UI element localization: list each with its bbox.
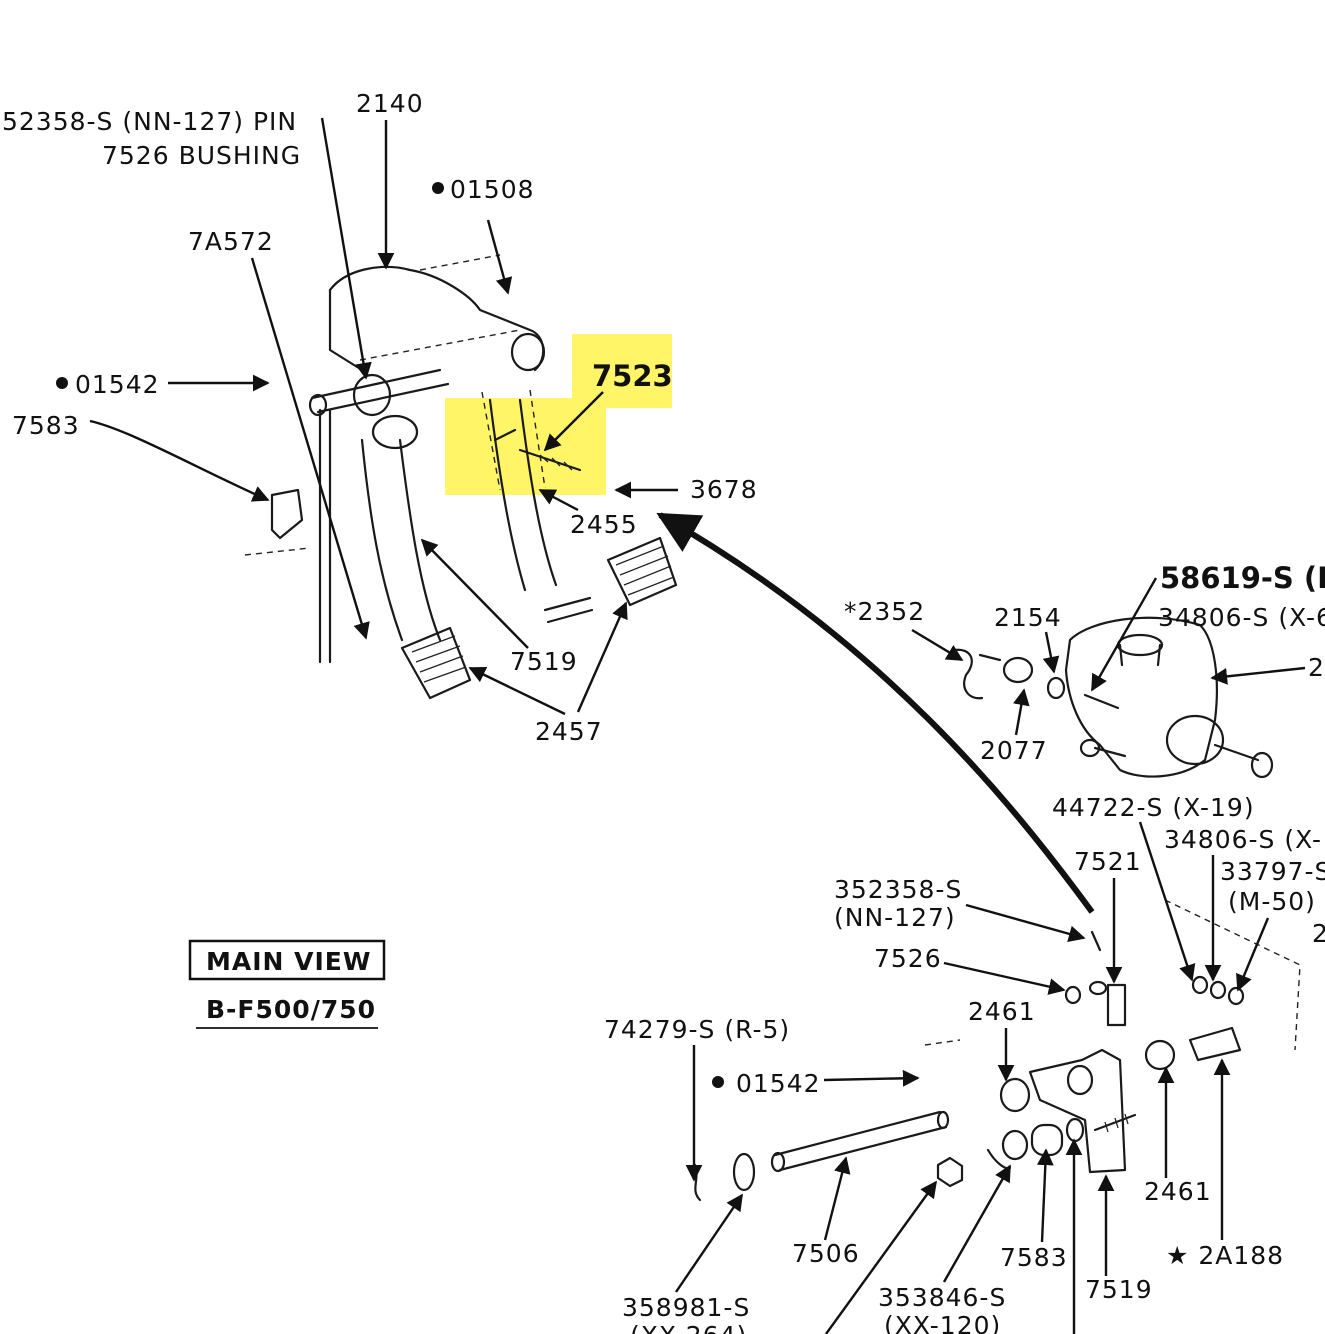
label-7583-bottom: 7583: [1000, 1243, 1068, 1272]
label-7519-bottom: 7519: [1085, 1275, 1153, 1304]
pedal-pad-left: [400, 626, 472, 700]
highlight-region: [445, 334, 672, 495]
label-2-right: 2: [1308, 653, 1325, 682]
label-7523: 7523: [592, 359, 673, 393]
label-2-right2: 2: [1312, 919, 1325, 948]
label-2077: 2077: [980, 736, 1048, 765]
model-label: B-F500/750: [206, 995, 376, 1024]
view-legend: MAIN VIEW B-F500/750: [188, 939, 386, 1029]
label-358981: 358981-S: [622, 1293, 750, 1322]
label-34806-top: 34806-S (X-6: [1158, 603, 1325, 632]
label-2140: 2140: [356, 89, 424, 118]
label-2352: *2352: [844, 597, 925, 626]
label-3678: 3678: [690, 475, 758, 504]
label-bushing-7526: 7526 BUSHING: [102, 141, 301, 170]
main-view-box: [188, 939, 386, 981]
pedal-assembly-drawing: [244, 254, 678, 700]
label-352358: 352358-S: [834, 875, 962, 904]
label-2a188: ★ 2A188: [1166, 1241, 1284, 1270]
label-01542-bottom: 01542: [736, 1069, 821, 1098]
label-01542-top: 01542: [75, 370, 160, 399]
label-2461-bottom: 2461: [1144, 1177, 1212, 1206]
label-nn127: (NN-127): [834, 903, 956, 932]
bullet-icon: [712, 1076, 724, 1088]
label-m50: (M-50): [1228, 887, 1316, 916]
label-xx120: (XX-120): [884, 1311, 1001, 1334]
bullet-icon: [56, 377, 68, 389]
bullet-icon: [432, 182, 444, 194]
label-353846: 353846-S: [878, 1283, 1006, 1312]
label-2461-top: 2461: [968, 997, 1036, 1026]
label-01508: 01508: [450, 175, 535, 204]
label-2154: 2154: [994, 603, 1062, 632]
label-7506: 7506: [792, 1239, 860, 1268]
label-7519-top: 7519: [510, 647, 578, 676]
label-58619: 58619-S (B: [1160, 561, 1325, 595]
label-7526: 7526: [874, 944, 942, 973]
shaft-assembly-drawing: [693, 899, 1301, 1202]
label-2457: 2457: [535, 717, 603, 746]
label-7521: 7521: [1074, 847, 1142, 876]
transfer-arrow: [656, 512, 1095, 914]
label-2455: 2455: [570, 510, 638, 539]
label-34806-mid: 34806-S (X-: [1164, 825, 1322, 854]
label-358981-sub: (XX-264): [630, 1321, 747, 1334]
label-pin-52358: 52358-S (NN-127) PIN: [2, 107, 297, 136]
label-74279: 74279-S (R-5): [604, 1015, 790, 1044]
label-7583-top: 7583: [12, 411, 80, 440]
label-33797: 33797-S: [1220, 857, 1325, 886]
main-view-title: MAIN VIEW: [206, 947, 371, 976]
part-labels: 52358-S (NN-127) PIN 7526 BUSHING 2140 0…: [2, 89, 1325, 1334]
label-7a572: 7A572: [188, 227, 274, 256]
pedal-pad-right: [606, 536, 678, 607]
leader-lines: [89, 117, 1306, 1334]
label-44722: 44722-S (X-19): [1052, 793, 1255, 822]
